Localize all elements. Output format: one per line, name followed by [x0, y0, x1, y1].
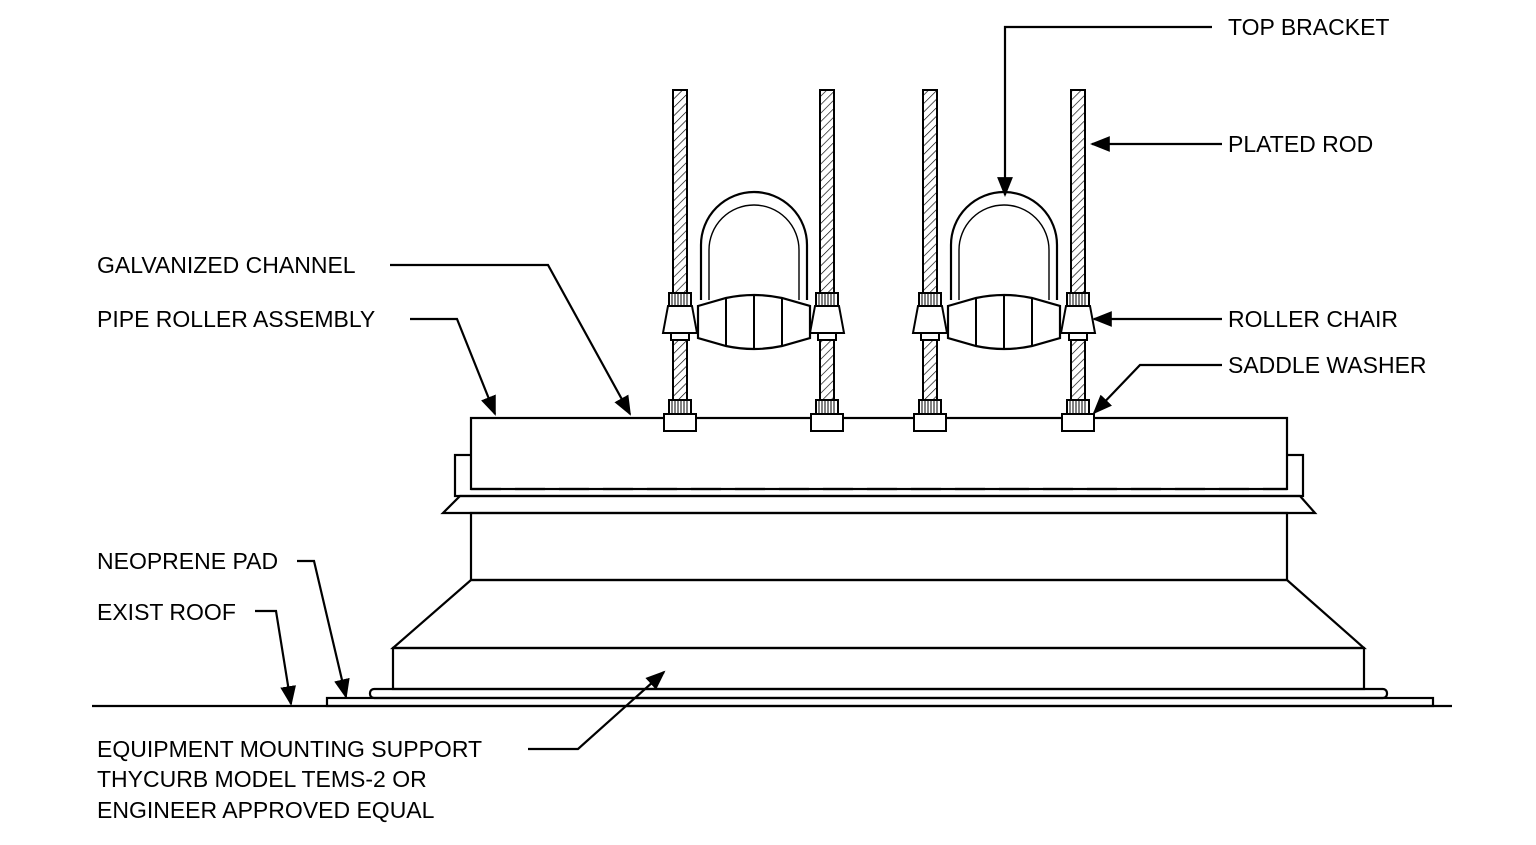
- roller-chair: [1059, 305, 1097, 334]
- leader-galvanized-channel: [390, 263, 631, 416]
- label-pipe-roller-assembly: PIPE ROLLER ASSEMBLY: [97, 306, 375, 332]
- rod-assemblies: [661, 89, 1097, 432]
- rod-assembly: [808, 89, 846, 432]
- leader-pipe-roller-assembly: [410, 317, 497, 416]
- galvanized-channel: [469, 416, 1289, 491]
- saddle-washer: [913, 413, 947, 432]
- curb-slope: [390, 578, 1367, 650]
- saddle-washer: [1061, 413, 1095, 432]
- plated-rod-upper: [1070, 89, 1086, 294]
- top-bracket: [949, 190, 1059, 300]
- saddle-washer: [663, 413, 697, 432]
- plated-rod-lower: [672, 339, 688, 401]
- leader-top-bracket: [997, 25, 1212, 197]
- roller-chair: [911, 305, 949, 334]
- plated-rod-lower: [819, 339, 835, 401]
- label-galvanized-channel: GALVANIZED CHANNEL: [97, 252, 356, 278]
- curb-upper-box: [469, 511, 1289, 582]
- pipe-roller-assembly: [946, 190, 1062, 351]
- pipe-roller-assemblies: [696, 190, 1062, 351]
- roller-chair-base: [1068, 332, 1088, 341]
- roller-chair: [661, 305, 699, 334]
- roller-chair-base: [920, 332, 940, 341]
- label-top-bracket: TOP BRACKET: [1228, 14, 1389, 40]
- curb-cap-flange: [440, 494, 1318, 515]
- curb-base-flange: [368, 687, 1389, 700]
- rod-assembly: [1059, 89, 1097, 432]
- pipe-outline: [958, 204, 1050, 300]
- label-support-line2: THYCURB MODEL TEMS-2 OR: [97, 766, 427, 792]
- leader-saddle-washer: [1092, 363, 1222, 415]
- rod-assembly: [911, 89, 949, 432]
- label-exist-roof: EXIST ROOF: [97, 599, 236, 625]
- leader-equipment-support: [528, 670, 666, 751]
- curb-lower-box: [391, 646, 1366, 691]
- plated-rod-upper: [922, 89, 938, 294]
- label-plated-rod: PLATED ROD: [1228, 131, 1373, 157]
- label-roller-chair: ROLLER CHAIR: [1228, 306, 1398, 332]
- top-bracket: [699, 190, 809, 300]
- saddle-washer: [810, 413, 844, 432]
- label-saddle-washer: SADDLE WASHER: [1228, 352, 1427, 378]
- roller-chair-base: [817, 332, 837, 341]
- leader-neoprene-pad: [297, 559, 350, 699]
- roller-chair-base: [670, 332, 690, 341]
- plated-rod-upper: [672, 89, 688, 294]
- label-neoprene-pad: NEOPRENE PAD: [97, 548, 278, 574]
- label-support-line1: EQUIPMENT MOUNTING SUPPORT: [97, 736, 482, 762]
- pipe-outline: [708, 204, 800, 300]
- leader-exist-roof: [255, 609, 296, 706]
- rod-assembly: [661, 89, 699, 432]
- pipe-roller-assembly: [696, 190, 812, 351]
- neoprene-pad: [325, 696, 1435, 708]
- plated-rod-lower: [922, 339, 938, 401]
- plated-rod-lower: [1070, 339, 1086, 401]
- label-support-line3: ENGINEER APPROVED EQUAL: [97, 797, 435, 823]
- plated-rod-upper: [819, 89, 835, 294]
- roller-chair: [808, 305, 846, 334]
